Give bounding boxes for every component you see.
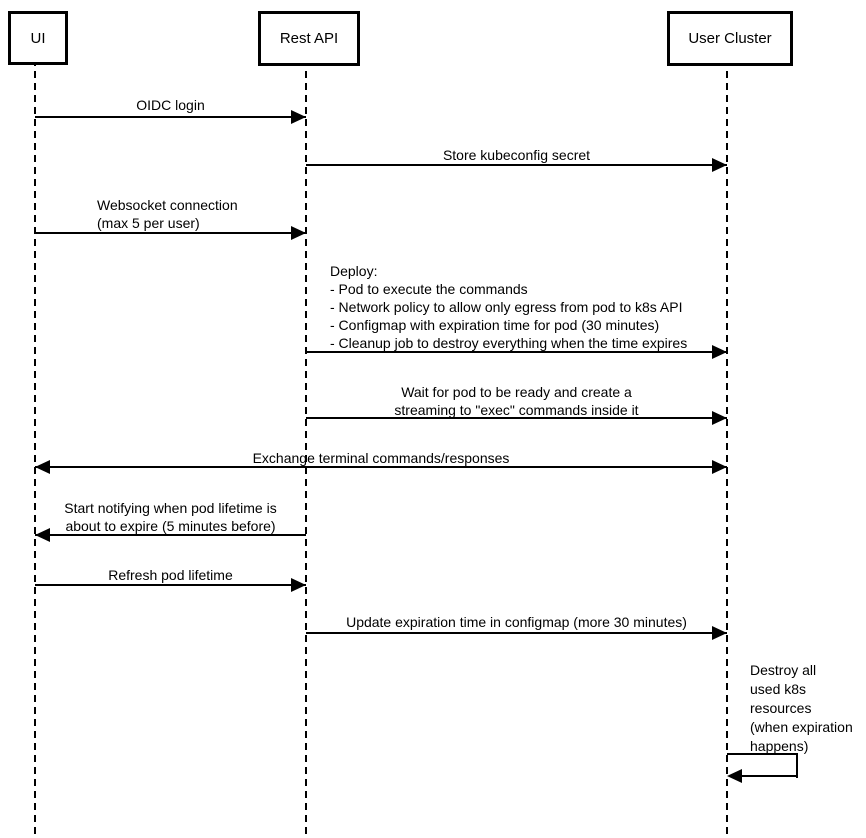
message-label-line: streaming to "exec" commands inside it	[394, 402, 639, 418]
lifeline-ui	[34, 59, 36, 838]
message-label-wait-for-pod: Wait for pod to be ready and create a st…	[306, 383, 727, 419]
arrowhead-right-icon	[291, 226, 306, 240]
message-label-line: Websocket connection	[97, 197, 238, 213]
arrowhead-right-icon	[712, 345, 727, 359]
actor-label-user-cluster: User Cluster	[688, 30, 772, 47]
message-label-store-kubeconfig: Store kubeconfig secret	[442, 147, 591, 163]
message-label-line: - Pod to execute the commands	[330, 281, 528, 297]
lifeline-user-cluster	[726, 59, 728, 838]
arrowhead-left-icon	[727, 769, 742, 783]
message-arrow-store-kubeconfig	[306, 164, 727, 166]
arrowhead-right-icon	[712, 411, 727, 425]
message-label-update-expiration: Update expiration time in configmap (mor…	[346, 614, 687, 630]
message-label-exchange-terminal: Exchange terminal commands/responses	[252, 450, 510, 466]
arrowhead-left-icon	[35, 528, 50, 542]
message-label-destroy-resources: Destroy all used k8s resources (when exp…	[750, 661, 853, 756]
message-arrow-deploy	[306, 351, 727, 353]
message-label-refresh-lifetime: Refresh pod lifetime	[108, 567, 233, 583]
actor-label-ui: UI	[30, 29, 46, 47]
message-label-line: Deploy:	[330, 263, 378, 279]
actor-label-rest-api: Rest API	[279, 30, 339, 47]
arrowhead-right-icon	[712, 626, 727, 640]
message-label-oidc-login: OIDC login	[136, 97, 205, 113]
arrowhead-right-icon	[291, 578, 306, 592]
arrowhead-right-icon	[712, 460, 727, 474]
message-label-line: Start notifying when pod lifetime is	[64, 500, 277, 516]
lifeline-rest-api	[305, 59, 307, 838]
message-arrow-refresh-lifetime	[35, 584, 306, 586]
message-label-line: (when expiration	[750, 719, 853, 735]
message-label-websocket: Websocket connection (max 5 per user)	[97, 196, 238, 232]
arrowhead-right-icon	[712, 158, 727, 172]
message-arrow-websocket	[35, 232, 306, 234]
message-arrow-wait-for-pod	[306, 417, 727, 419]
message-label-start-notifying: Start notifying when pod lifetime is abo…	[35, 499, 306, 535]
message-label-deploy: Deploy: - Pod to execute the commands - …	[330, 262, 687, 352]
message-arrow-update-expiration	[306, 632, 727, 634]
actor-box-rest-api: Rest API	[258, 11, 360, 66]
message-label-line: Destroy all	[750, 662, 817, 678]
message-label-line: about to expire (5 minutes before)	[65, 518, 276, 534]
message-label-line: - Network policy to allow only egress fr…	[330, 299, 683, 315]
message-label-line: - Cleanup job to destroy everything when…	[330, 335, 688, 351]
message-label-line: Wait for pod to be ready and create a	[401, 384, 632, 400]
actor-box-ui: UI	[8, 11, 68, 65]
arrowhead-left-icon	[35, 460, 50, 474]
actor-box-user-cluster: User Cluster	[667, 11, 793, 66]
self-message-loop-right	[796, 753, 798, 778]
arrowhead-right-icon	[291, 110, 306, 124]
message-arrow-start-notifying	[35, 534, 306, 536]
message-label-line: used k8s	[750, 681, 807, 697]
message-arrow-oidc-login	[35, 116, 306, 118]
message-label-line: (max 5 per user)	[97, 215, 200, 231]
message-arrow-exchange-terminal	[35, 466, 727, 468]
self-message-loop-top	[727, 753, 798, 755]
message-label-line: - Configmap with expiration time for pod…	[330, 317, 660, 333]
message-label-line: happens)	[750, 738, 809, 754]
message-label-line: resources	[750, 700, 812, 716]
self-message-loop-bottom	[742, 775, 798, 777]
